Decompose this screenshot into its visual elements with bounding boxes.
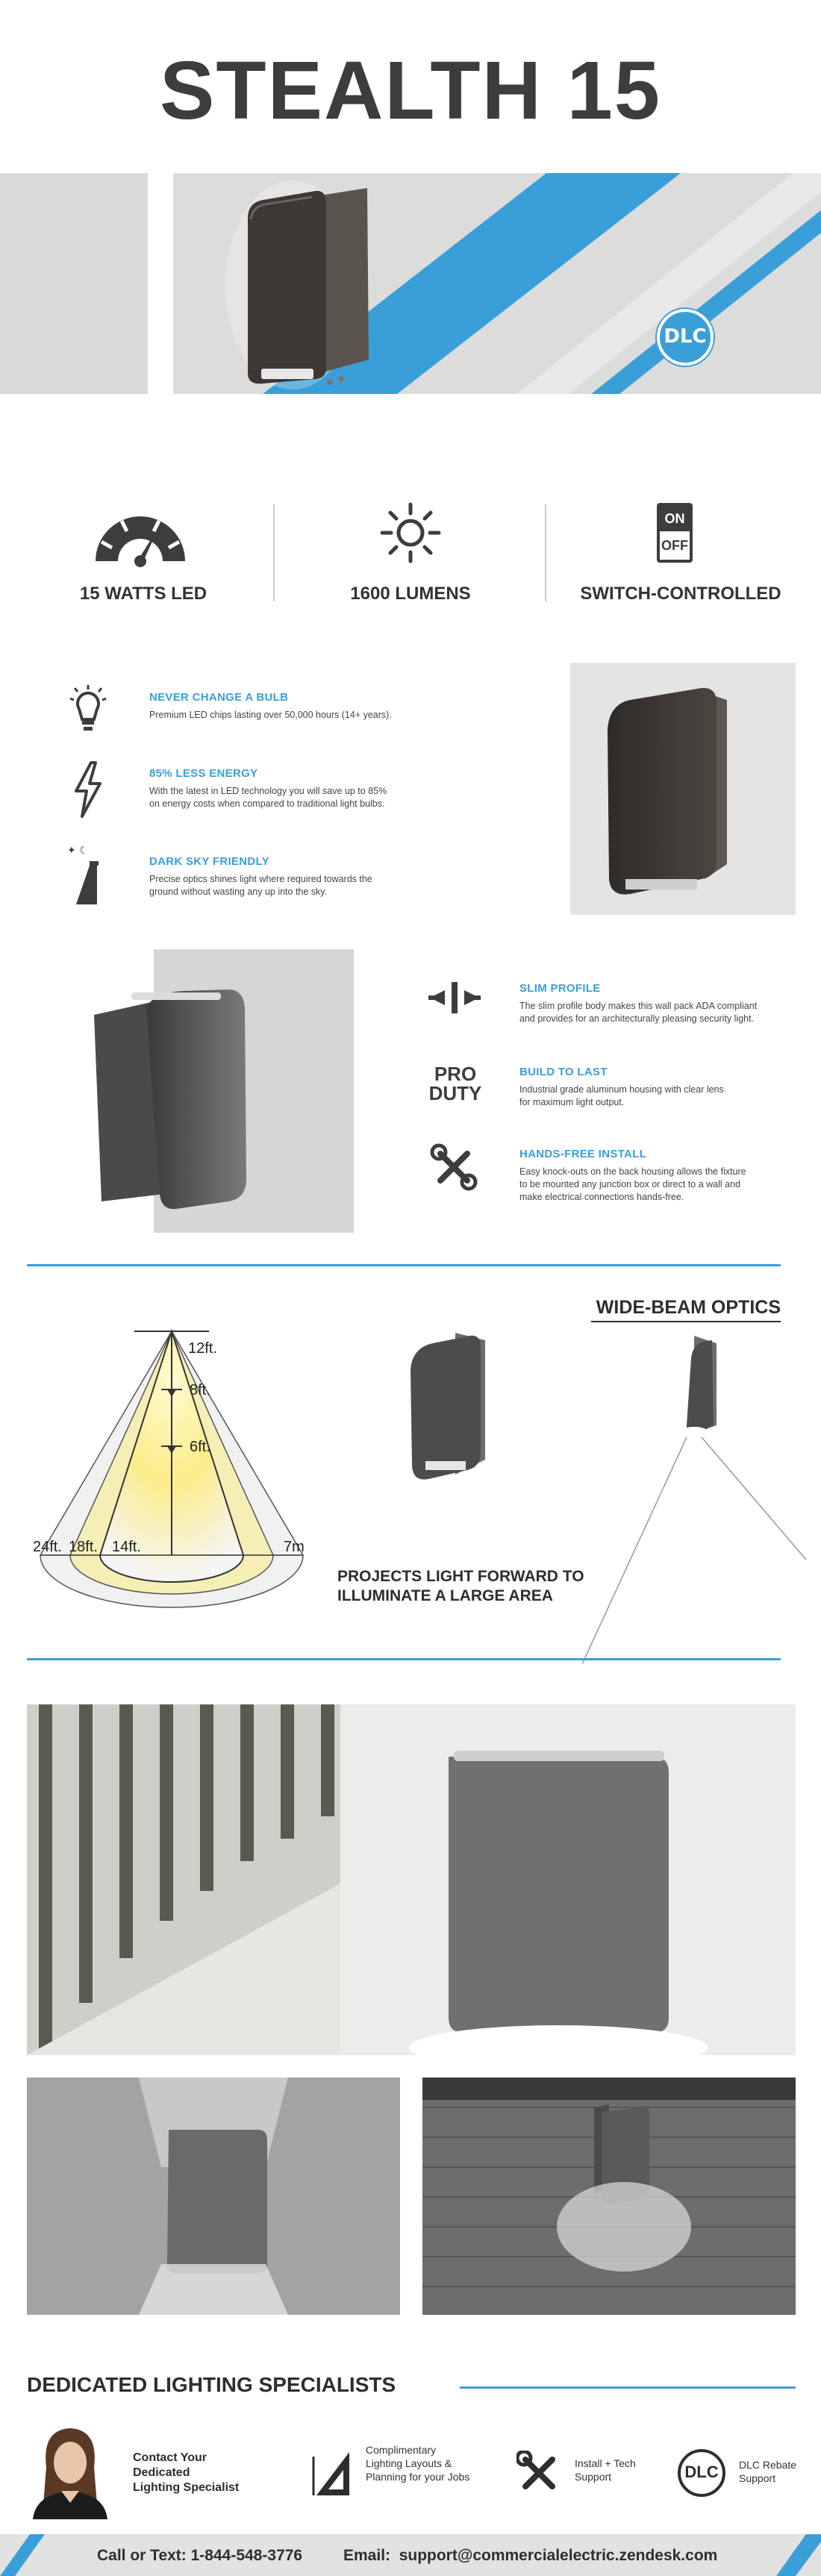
optics-caption-line-2: ILLUMINATE A LARGE AREA xyxy=(337,1587,553,1604)
benefit-text-build-2: for maximum light output. xyxy=(519,1097,625,1107)
product-photo-side xyxy=(72,978,258,1220)
width-label-18: 18ft. xyxy=(69,1539,98,1555)
section-divider xyxy=(27,1264,781,1266)
benefit-title-build: BUILD TO LAST xyxy=(519,1066,608,1078)
footer-heading: DEDICATED LIGHTING SPECIALISTS xyxy=(27,2373,396,2396)
feature-divider xyxy=(273,504,275,601)
wrench-screwdriver-icon xyxy=(515,2449,561,2499)
layout-planning-text: Complimentary Lighting Layouts & Plannin… xyxy=(366,2443,469,2483)
dlc-badge-text: DLC xyxy=(664,325,707,348)
dlc-badge-icon: DLC xyxy=(657,309,714,366)
benefit-title-slim: SLIM PROFILE xyxy=(519,982,601,995)
switch-on-label: ON xyxy=(660,506,690,531)
optics-heading-underline xyxy=(591,1321,781,1322)
feature-label-watts: 15 WATTS LED xyxy=(79,584,207,604)
optics-caption: PROJECTS LIGHT FORWARD TO ILLUMINATE A L… xyxy=(337,1567,584,1606)
benefit-title-bulb: NEVER CHANGE A BULB xyxy=(149,691,289,704)
switch-off-label: OFF xyxy=(661,538,688,553)
dlc-rebate-badge-text: DLC xyxy=(684,2463,719,2481)
contact-line-3: Lighting Specialist xyxy=(133,2481,240,2494)
contact-bar xyxy=(0,2534,821,2576)
switch-icon: ON OFF xyxy=(657,503,693,563)
lightbulb-icon xyxy=(66,684,110,740)
gauge-icon xyxy=(88,507,193,571)
dark-sky-icon: ✦ ☾ xyxy=(67,843,104,908)
layout-ruler-icon xyxy=(312,2449,354,2501)
dlc-rebate-icon: DLC xyxy=(678,2449,725,2497)
benefit-text-build-1: Industrial grade aluminum housing with c… xyxy=(519,1084,724,1095)
page-title: STEALTH 15 xyxy=(160,45,661,137)
hero-graphic xyxy=(225,173,821,394)
sun-icon xyxy=(379,501,442,568)
fixture-angle-photo xyxy=(403,1325,500,1493)
rebate-line-1: DLC Rebate xyxy=(739,2459,797,2471)
product-fixture-image xyxy=(225,181,369,390)
phone-link[interactable]: Call or Text: 1-844-548-3776 xyxy=(97,2547,303,2564)
benefit-text-energy-1: With the latest in LED technology you wi… xyxy=(149,786,387,796)
feature-label-switch: SWITCH-CONTROLLED xyxy=(580,584,781,604)
benefit-title-install: HANDS-FREE INSTALL xyxy=(519,1148,647,1160)
optics-heading: WIDE-BEAM OPTICS xyxy=(596,1297,781,1318)
fixture-beam-photo xyxy=(581,1336,814,1675)
section-divider xyxy=(27,1658,781,1660)
dlc-rebate-text: DLC Rebate Support xyxy=(739,2458,796,2485)
pro-duty-line-2: DUTY xyxy=(428,1082,482,1104)
benefit-text-darksky-2: ground without wasting any up into the s… xyxy=(149,887,328,897)
support-line-1: Install + Tech xyxy=(575,2457,636,2469)
beam-diagram xyxy=(30,1327,313,1614)
width-label-24: 24ft. xyxy=(33,1539,62,1555)
slim-profile-icon xyxy=(428,979,481,1020)
benefit-title-darksky: DARK SKY FRIENDLY xyxy=(149,855,269,868)
height-label-8: 8ft. xyxy=(190,1382,210,1398)
layout-line-3: Planning for your Jobs xyxy=(366,2471,470,2483)
lifestyle-photo-stairs xyxy=(27,1704,796,2055)
contact-line-2: Dedicated xyxy=(133,2466,190,2479)
benefit-text-install-3: make electrical connections hands-free. xyxy=(519,1192,684,1202)
tech-support-text: Install + Tech Support xyxy=(575,2457,636,2483)
benefit-text-energy-2: on energy costs when compared to traditi… xyxy=(149,798,385,809)
contact-specialist[interactable]: Contact Your Dedicated Lighting Speciali… xyxy=(133,2451,239,2495)
benefit-text-install-2: to be mounted any junction box or direct… xyxy=(519,1179,741,1189)
pro-duty-icon: PRO DUTY xyxy=(427,1064,484,1103)
email-link[interactable]: Email: support@commercialelectric.zendes… xyxy=(343,2547,718,2564)
height-label-12: 12ft. xyxy=(188,1340,217,1357)
lifestyle-photo-concrete xyxy=(27,2078,400,2315)
footer-heading-line xyxy=(460,2386,796,2389)
support-line-2: Support xyxy=(575,2471,612,2483)
benefit-text-install-1: Easy knock-outs on the back housing allo… xyxy=(519,1166,746,1177)
benefit-text-bulb: Premium LED chips lasting over 50,000 ho… xyxy=(149,710,392,720)
hero-left-panel xyxy=(0,173,148,394)
layout-line-2: Lighting Layouts & xyxy=(366,2457,452,2469)
specialist-avatar xyxy=(25,2422,115,2523)
feature-divider xyxy=(545,504,546,601)
lifestyle-photo-brick xyxy=(422,2078,796,2315)
hero-banner: DLC xyxy=(173,173,821,394)
width-label-right: 7m xyxy=(284,1539,305,1555)
width-label-14: 14ft. xyxy=(112,1539,141,1555)
pro-duty-line-1: PRO xyxy=(434,1063,477,1085)
svg-text:✦ ☾: ✦ ☾ xyxy=(67,845,89,857)
height-label-6: 6ft. xyxy=(190,1439,210,1455)
benefit-text-slim-2: and provides for an architecturally plea… xyxy=(519,1013,755,1024)
layout-line-1: Complimentary xyxy=(366,2444,437,2456)
contact-line-1: Contact Your xyxy=(133,2451,207,2464)
feature-label-lumens: 1600 LUMENS xyxy=(350,584,471,604)
product-photo-front xyxy=(570,663,796,915)
energy-bolt-icon xyxy=(72,761,104,822)
optics-caption-line-1: PROJECTS LIGHT FORWARD TO xyxy=(337,1568,584,1585)
benefit-text-slim-1: The slim profile body makes this wall pa… xyxy=(519,1001,758,1011)
rebate-line-2: Support xyxy=(739,2472,776,2484)
benefit-title-energy: 85% LESS ENERGY xyxy=(149,767,258,780)
tools-icon xyxy=(430,1143,478,1195)
benefit-text-darksky-1: Precise optics shines light where requir… xyxy=(149,874,372,884)
